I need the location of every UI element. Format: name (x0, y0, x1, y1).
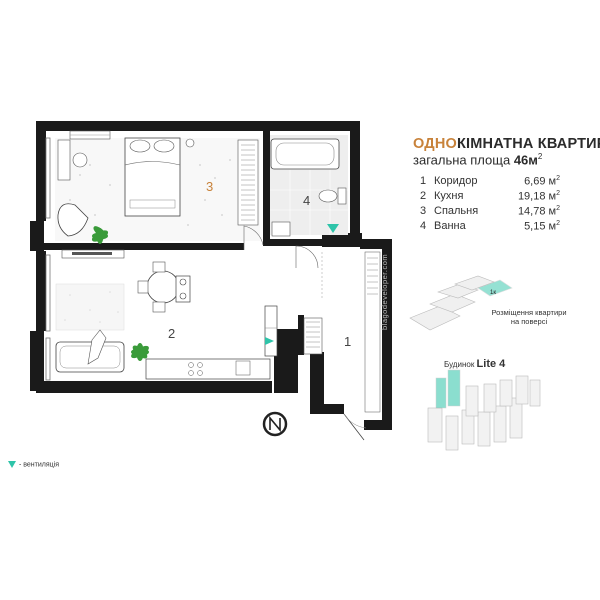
room-number: 2 (420, 190, 427, 202)
room-area-unit: 2 (556, 220, 560, 227)
room-name: Спальня (434, 205, 479, 217)
room-name: Коридор (434, 175, 478, 187)
ventilation-icon (8, 461, 16, 468)
bathroom (270, 135, 348, 237)
floor-position-marker: 1к (490, 290, 496, 296)
total-area-prefix: загальна площа (413, 152, 511, 168)
room-area: 19,18 м2 (518, 190, 560, 203)
walls (30, 121, 392, 430)
room-number: 1 (420, 175, 427, 187)
room-name: Кухня (434, 190, 464, 202)
room-area-value: 19,18 м (517, 190, 557, 203)
room-row: 2 Кухня 19,18 м2 (420, 190, 560, 205)
corridor (303, 251, 381, 441)
bedroom (55, 130, 264, 250)
apartment-title: ОДНОКІМНАТНА КВАРТИРА (413, 136, 600, 152)
room-row: 3 Спальня 14,78 м2 (420, 205, 560, 220)
legend-label: - вентиляція (19, 461, 60, 469)
room-label-4: 4 (303, 193, 310, 208)
room-label-1: 1 (344, 334, 351, 349)
total-area-value: 46м (513, 152, 538, 168)
room-label-2: 2 (168, 326, 175, 341)
building-caption: Будинок Lite 4 (444, 358, 505, 370)
room-list: 1 Коридор 6,69 м2 2 Кухня 19,18 м2 3 Спа… (420, 175, 560, 235)
kitchen-living (55, 245, 319, 380)
room-area-unit: 2 (556, 175, 560, 182)
room-row: 4 Ванна 5,15 м2 (420, 220, 560, 235)
total-area-unit: 2 (537, 152, 543, 161)
room-row: 1 Коридор 6,69 м2 (420, 175, 560, 190)
room-label-3: 3 (206, 179, 213, 194)
building-prefix: Будинок (444, 360, 475, 369)
windows (45, 137, 51, 381)
room-area-value: 6,69 м (524, 175, 557, 188)
room-area: 6,69 м2 (524, 175, 560, 188)
title-rest: КІМНАТНА КВАРТИРА (456, 136, 600, 152)
room-name: Ванна (434, 220, 466, 232)
watermark: blagodeveloper.com (380, 253, 389, 330)
room-area-value: 5,15 м (524, 220, 557, 233)
room-area: 14,78 м2 (518, 205, 560, 218)
room-area-unit: 2 (556, 205, 560, 212)
building-name: Lite 4 (476, 358, 506, 370)
floor-position-diagram: 1к (409, 275, 513, 331)
room-area-value: 14,78 м (517, 205, 557, 218)
building-complex-diagram (427, 369, 541, 451)
ventilation-marker-kitchen (265, 337, 274, 345)
room-area: 5,15 м2 (524, 220, 560, 233)
compass-icon (262, 411, 288, 437)
title-accent: ОДНО (413, 136, 457, 152)
floor-caption-line1: Розміщення квартири (491, 308, 567, 317)
ventilation-legend: - вентиляція (8, 461, 59, 468)
floor-position-caption: Розміщення квартири на поверсі (484, 308, 574, 326)
floor-caption-line2: на поверсі (510, 317, 548, 326)
room-number: 3 (420, 205, 427, 217)
ventilation-marker (327, 224, 339, 233)
total-area: загальна площа 46м2 (413, 152, 542, 167)
room-area-unit: 2 (556, 190, 560, 197)
room-number: 4 (420, 220, 427, 232)
